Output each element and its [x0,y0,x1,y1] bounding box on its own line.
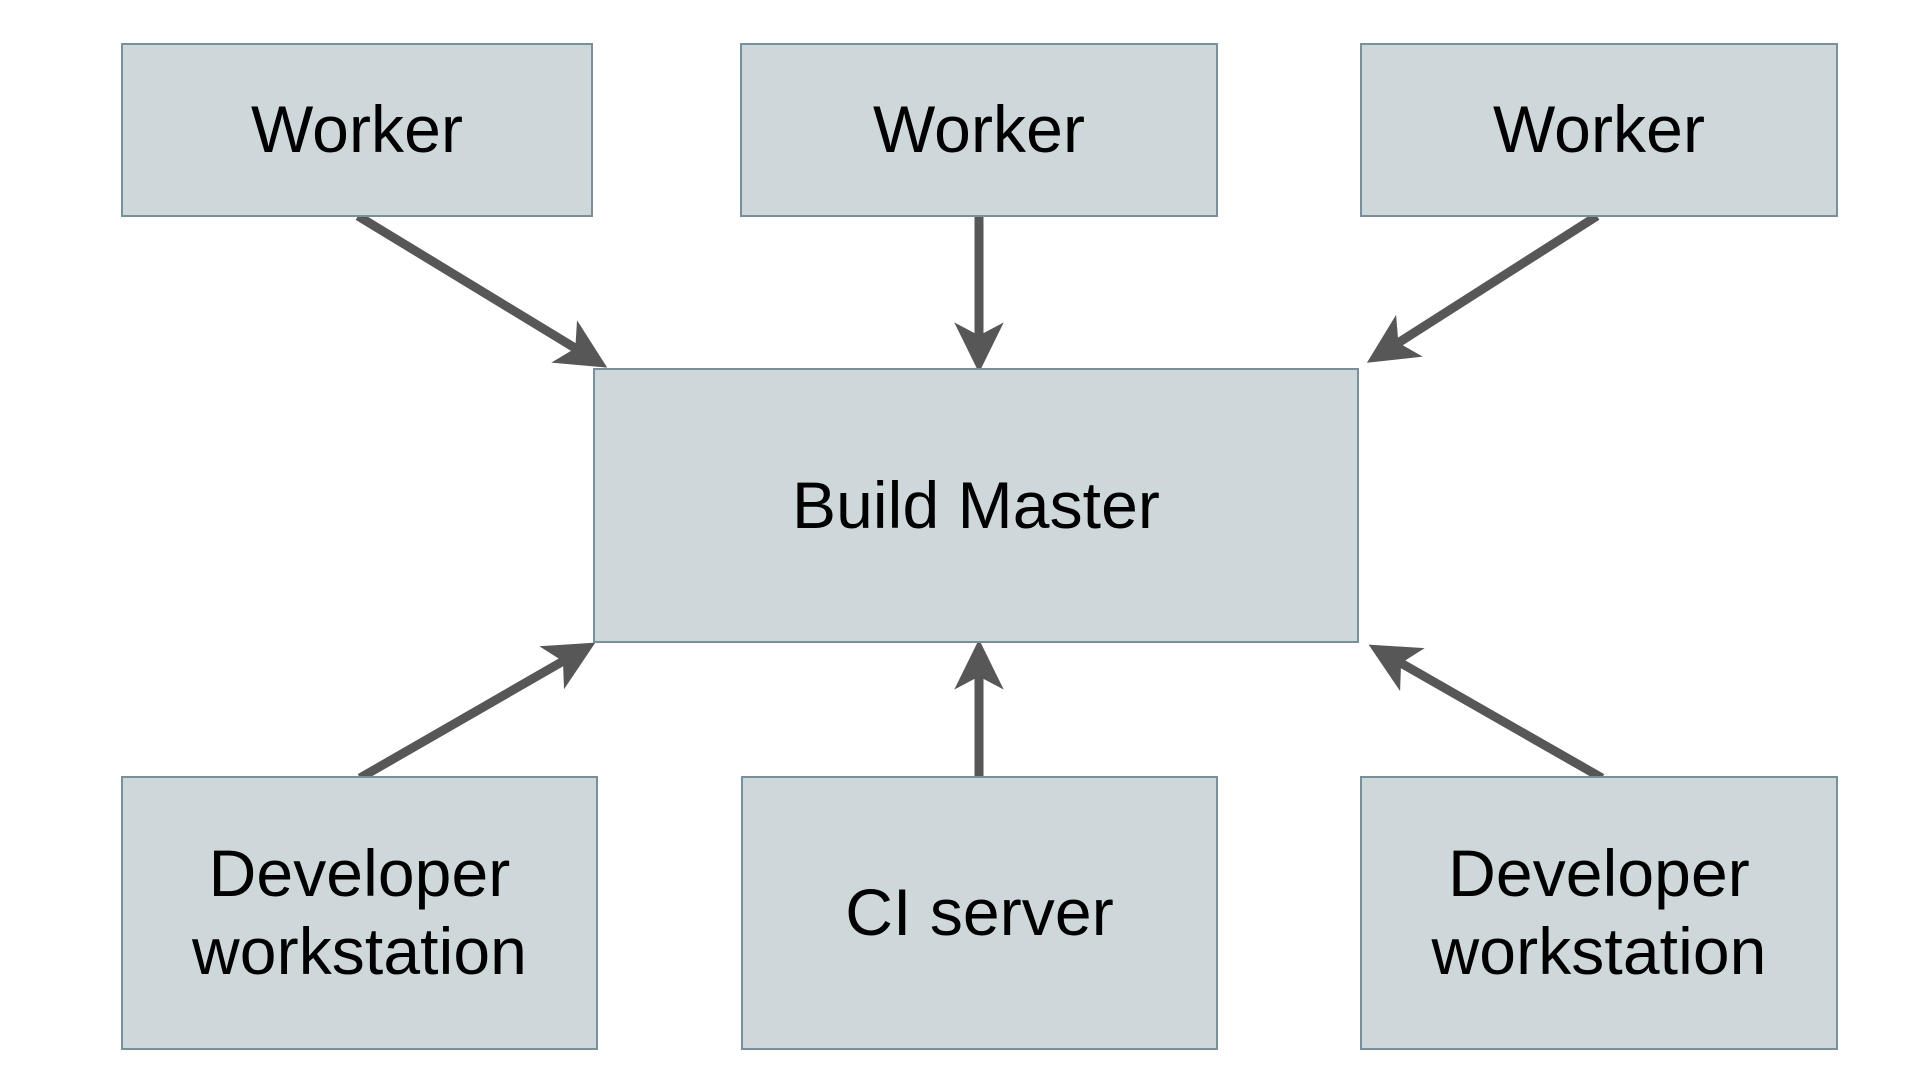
node-worker-1[interactable]: Worker [121,43,593,217]
edge-worker-3-to-build-master [1366,212,1600,363]
node-worker-2-label: Worker [872,92,1086,167]
node-developer-workstation-left[interactable]: Developer workstation [121,776,598,1050]
node-developer-workstation-left-label: Developer workstation [192,836,527,988]
node-ci-server[interactable]: CI server [741,776,1218,1050]
node-worker-3[interactable]: Worker [1360,43,1838,217]
edge-dev-ws-right-to-build-master [1368,644,1605,782]
edge-worker-1-to-build-master [355,212,608,368]
node-developer-workstation-right[interactable]: Developer workstation [1360,776,1838,1050]
node-worker-1-label: Worker [250,92,464,167]
node-build-master-label: Build Master [791,467,1160,542]
node-worker-3-label: Worker [1492,92,1706,167]
edge-dev-ws-left-to-build-master [357,642,596,782]
node-build-master[interactable]: Build Master [593,368,1359,643]
node-ci-server-label: CI server [845,875,1114,950]
node-worker-2[interactable]: Worker [740,43,1218,217]
node-developer-workstation-right-label: Developer workstation [1431,836,1767,988]
